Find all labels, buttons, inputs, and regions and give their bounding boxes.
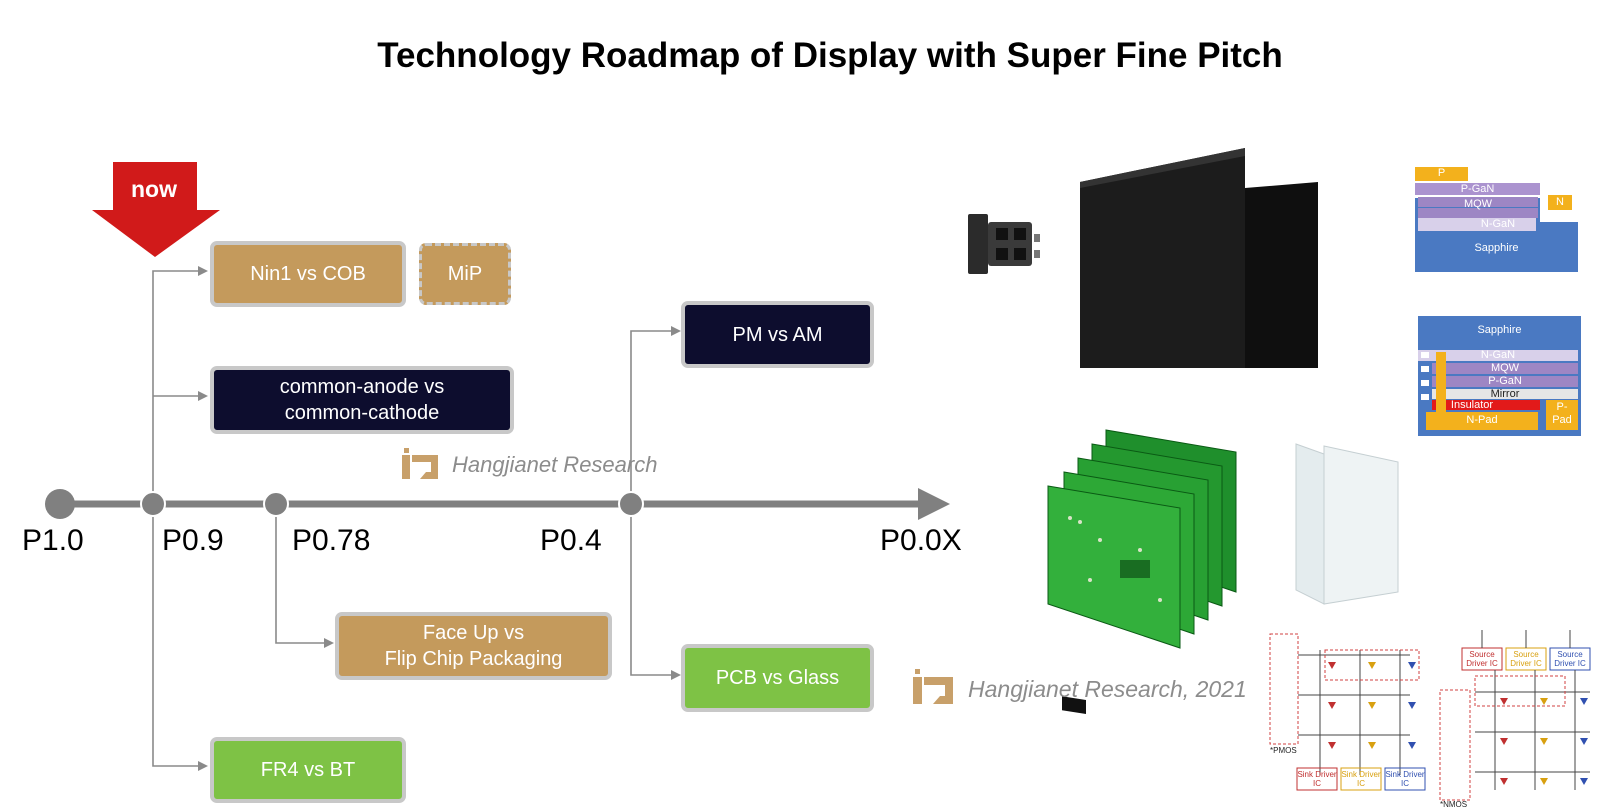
node-faceup-vs-flipchip: Face Up vs Flip Chip Packaging — [335, 612, 612, 680]
node-pm-vs-am: PM vs AM — [681, 301, 874, 368]
node-nin1-vs-cob: Nin1 vs COB — [210, 241, 406, 307]
chip-flipchip — [1418, 316, 1581, 436]
node-fr4-vs-bt-label: FR4 vs BT — [260, 759, 356, 781]
faceup-layer-sapphire: Sapphire — [1474, 242, 1519, 254]
circuit-pmos-label: *PMOS — [1270, 746, 1297, 755]
faceup-layer-pgan: P-GaN — [1460, 183, 1495, 195]
node-anode-vs-cathode: common-anode vs common-cathode — [210, 366, 514, 434]
flip-layer-pgan: P-GaN — [1488, 375, 1522, 387]
pitch-label-p0-4: P0.4 — [540, 524, 602, 557]
source-driver-ic-yellow: Source Driver IC — [1510, 650, 1542, 668]
circuit-nmos-label: *NMOS — [1440, 800, 1468, 809]
circuit-pm-leds — [1328, 662, 1416, 749]
timeline-arrowhead — [918, 488, 950, 520]
node-fr4-vs-bt: FR4 vs BT — [210, 737, 406, 803]
node-pm-vs-am-label: PM vs AM — [732, 323, 823, 346]
node-anode-vs-cathode-line1: common-anode vs — [279, 376, 445, 398]
logo-center — [402, 448, 438, 479]
pitch-label-p0-0x: P0.0X — [880, 524, 962, 557]
node-mip: MiP — [419, 243, 511, 305]
circuit-am — [1439, 630, 1591, 801]
connector-lines — [152, 270, 673, 767]
faceup-layer-mqw: MQW — [1463, 198, 1493, 210]
glass-panes — [1295, 443, 1399, 605]
source-driver-ic-red: Source Driver IC — [1466, 650, 1498, 668]
sink-driver-ic-red: Sink Driver IC — [1297, 770, 1337, 788]
flip-layer-mqw: MQW — [1490, 362, 1520, 374]
milestone-p1-0 — [45, 489, 75, 519]
sink-driver-ic-blue: Sink Driver IC — [1385, 770, 1425, 788]
node-pcb-vs-glass: PCB vs Glass — [681, 644, 874, 712]
source-driver-ic-blue: Source Driver IC — [1554, 650, 1586, 668]
watermark-right: Hangjianet Research, 2021 — [968, 676, 1247, 703]
faceup-layer-n: N — [1556, 196, 1564, 208]
flip-layer-p-pad-1: P- — [1556, 401, 1568, 413]
faceup-layer-p: P — [1437, 167, 1446, 179]
pcb-stack — [1047, 429, 1237, 715]
flip-layer-ngan: N-GaN — [1480, 349, 1516, 361]
pitch-label-p1-0: P1.0 — [22, 524, 84, 557]
module-illustration — [968, 214, 1040, 274]
pitch-label-p0-78: P0.78 — [292, 524, 371, 557]
now-arrow — [92, 162, 220, 257]
watermark-center-text: Hangjianet Research — [452, 452, 658, 477]
now-label: now — [131, 176, 177, 202]
chip-faceup — [1415, 167, 1578, 272]
flip-layer-insulator: Insulator — [1450, 399, 1494, 411]
page-title: Technology Roadmap of Display with Super… — [377, 36, 1283, 75]
circuit-pm — [1269, 633, 1426, 791]
flip-layer-sapphire: Sapphire — [1477, 324, 1522, 336]
node-nin1-vs-cob-label: Nin1 vs COB — [250, 263, 366, 285]
watermark-right-text: Hangjianet Research, 2021 — [968, 676, 1247, 702]
logo-right — [913, 669, 953, 704]
pitch-label-p0-9: P0.9 — [162, 524, 224, 557]
node-faceup-line1: Face Up vs — [422, 622, 525, 644]
sink-driver-ic-yellow: Sink Driver IC — [1341, 770, 1381, 788]
circuit-am-leds — [1500, 698, 1588, 785]
flip-layer-mirror: Mirror — [1490, 388, 1520, 400]
milestone-p0-4 — [618, 491, 644, 517]
faceup-layer-ngan: N-GaN — [1480, 218, 1516, 230]
milestone-p0-78 — [263, 491, 289, 517]
node-anode-vs-cathode-line2: common-cathode — [284, 402, 440, 424]
watermark-center: Hangjianet Research — [452, 452, 657, 478]
display-panels — [1080, 148, 1318, 368]
flip-layer-p-pad-2: Pad — [1552, 414, 1572, 426]
flip-layer-npad: N-Pad — [1466, 414, 1498, 426]
connector-arrowheads — [198, 266, 681, 771]
milestone-p0-9 — [140, 491, 166, 517]
node-faceup-line2: Flip Chip Packaging — [384, 648, 563, 670]
node-mip-label: MiP — [447, 263, 483, 285]
node-pcb-vs-glass-label: PCB vs Glass — [715, 667, 840, 689]
